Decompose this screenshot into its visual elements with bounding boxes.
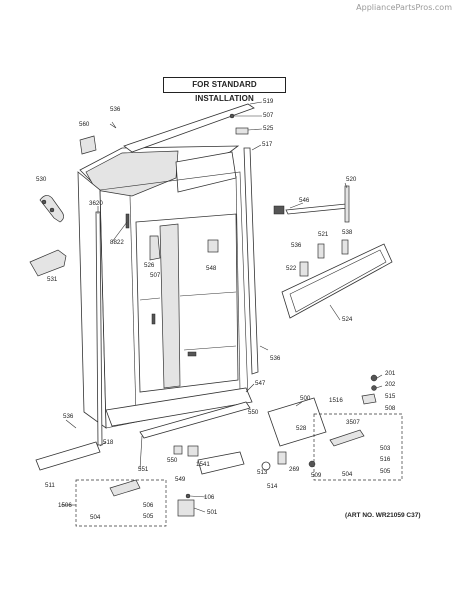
cabinet-case xyxy=(77,145,253,429)
callout-c202: 202 xyxy=(385,381,396,388)
part-509 xyxy=(308,460,316,468)
screw-536-top xyxy=(109,121,117,129)
trim-517 xyxy=(243,147,259,375)
callout-c507b: 507 xyxy=(150,272,161,279)
part-522 xyxy=(299,261,309,277)
callout-labels: 519 536 507 560 525 517 530 520 546 3620 8822 536 52… xyxy=(36,98,396,521)
bar-520 xyxy=(273,185,350,223)
bracket-549 xyxy=(197,451,245,475)
art-number: (ART NO. WR21059 C37) xyxy=(345,512,421,519)
callout-c511: 511 xyxy=(45,482,55,489)
callout-c546: 546 xyxy=(299,197,310,204)
callout-c504a: 504 xyxy=(342,471,353,478)
callout-c500: 500 xyxy=(300,395,311,402)
part-3507 xyxy=(329,429,365,447)
grille-524 xyxy=(281,243,393,319)
callout-c520: 520 xyxy=(346,176,357,183)
callout-c525: 525 xyxy=(263,125,274,132)
part-521 xyxy=(317,243,325,259)
callout-c507a: 507 xyxy=(263,112,274,119)
installation-banner: FOR STANDARD INSTALLATION xyxy=(163,77,286,103)
part-506 xyxy=(109,479,141,497)
callout-c514: 514 xyxy=(267,483,278,490)
callout-c524: 524 xyxy=(342,316,353,323)
switch-548 xyxy=(207,239,219,253)
group-1506 xyxy=(75,479,167,527)
trim-519 xyxy=(123,103,255,153)
callout-c538: 538 xyxy=(342,229,353,236)
callout-c1516: 1516 xyxy=(329,397,343,404)
group-1516 xyxy=(313,413,403,481)
callout-c548: 548 xyxy=(206,265,217,272)
callout-c536b: 536 xyxy=(291,242,302,249)
callout-c519: 519 xyxy=(263,98,274,105)
clip-8822 xyxy=(125,213,130,229)
callout-c536c: 536 xyxy=(270,355,281,362)
callout-c505a: 505 xyxy=(380,468,391,475)
callout-c531: 531 xyxy=(47,276,58,283)
callout-c513: 513 xyxy=(257,469,268,476)
part-1541 xyxy=(187,445,199,457)
callout-c550a: 550 xyxy=(248,409,259,416)
part-269 xyxy=(277,451,287,465)
callout-c518: 518 xyxy=(103,439,114,446)
bracket-560 xyxy=(79,135,97,155)
callout-c522: 522 xyxy=(286,265,297,272)
callout-c1506: 1506 xyxy=(58,502,72,509)
callout-c517: 517 xyxy=(262,141,273,148)
callout-c106: 106 xyxy=(204,494,215,501)
callout-c506: 506 xyxy=(143,502,154,509)
callout-c547: 547 xyxy=(255,380,266,387)
leader-lines xyxy=(61,101,383,513)
part-513 xyxy=(261,461,271,471)
callout-c516: 516 xyxy=(380,456,391,463)
callout-c536d: 536 xyxy=(63,413,74,420)
bracket-531 xyxy=(29,249,67,277)
callout-c549: 549 xyxy=(175,476,186,483)
callout-c560: 560 xyxy=(79,121,90,128)
callout-c3507: 3507 xyxy=(346,419,360,426)
bracket-525 xyxy=(235,127,249,135)
callout-c521: 521 xyxy=(318,231,329,238)
part-515 xyxy=(361,393,377,405)
part-201 xyxy=(370,374,378,382)
callout-c526: 526 xyxy=(144,262,155,269)
callout-c515: 515 xyxy=(385,393,396,400)
callout-c269: 269 xyxy=(289,466,300,473)
callout-c530: 530 xyxy=(36,176,47,183)
callout-c8822: 8822 xyxy=(110,239,124,246)
callout-c505b: 505 xyxy=(143,513,154,520)
callout-c3620: 3620 xyxy=(89,200,103,207)
part-106 xyxy=(185,493,191,499)
screw-536-right xyxy=(259,345,269,351)
part-202 xyxy=(371,385,377,391)
part-550 xyxy=(173,445,183,455)
hinge-bracket-511 xyxy=(35,441,101,471)
callout-c536a: 536 xyxy=(110,106,121,113)
callout-c509: 509 xyxy=(311,472,322,479)
callout-c550b: 550 xyxy=(167,457,178,464)
hinge-526 xyxy=(149,235,161,261)
hinge-530 xyxy=(39,195,64,223)
trim-547 xyxy=(139,401,251,439)
callout-c551: 551 xyxy=(138,466,149,473)
hinge-block-500 xyxy=(267,397,327,447)
part-538 xyxy=(341,239,349,255)
callout-c1541: 1541 xyxy=(196,461,210,468)
callout-c501: 501 xyxy=(207,509,218,516)
callout-c504b: 504 xyxy=(90,514,101,521)
callout-c528: 528 xyxy=(296,425,307,432)
callout-c508: 508 xyxy=(385,405,396,412)
callout-c201: 201 xyxy=(385,370,396,377)
part-501 xyxy=(177,499,195,517)
screw-507 xyxy=(229,113,235,119)
callout-c503: 503 xyxy=(380,445,391,452)
site-watermark: AppliancePartsPros.com xyxy=(356,3,452,12)
